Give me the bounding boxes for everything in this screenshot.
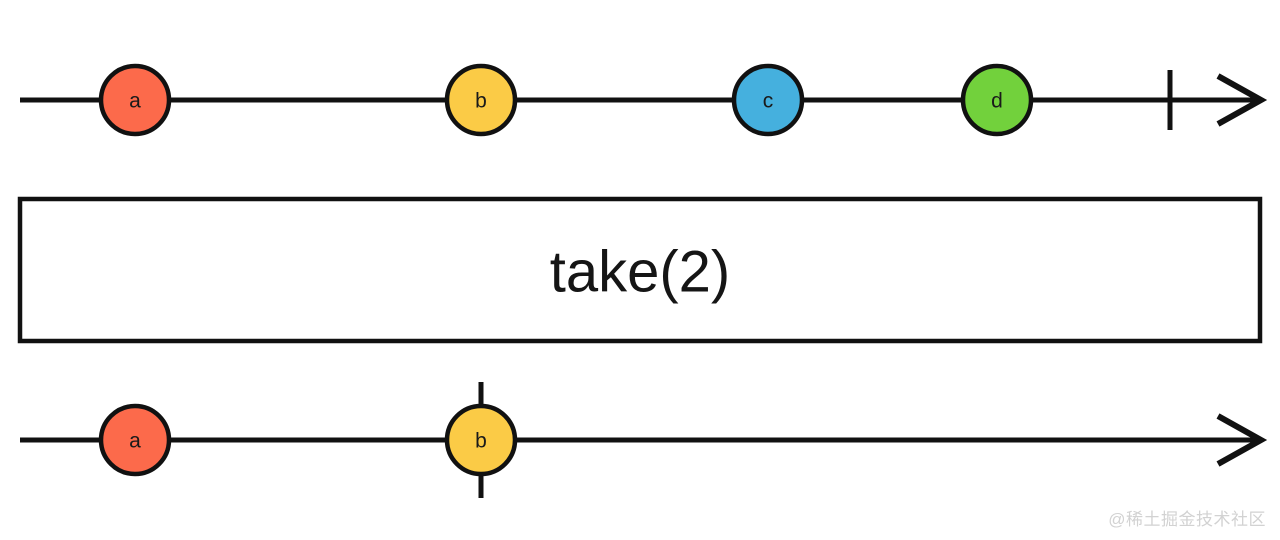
marble-shape xyxy=(444,63,518,137)
marble-label: b xyxy=(475,430,487,453)
marble-shape xyxy=(98,63,172,137)
operator-label: take(2) xyxy=(550,240,731,305)
marble-shape xyxy=(731,63,805,137)
marble-label: c xyxy=(763,90,774,113)
source-arrowhead-icon xyxy=(1216,73,1268,127)
watermark: @稀土掘金技术社区 xyxy=(1108,510,1266,529)
source-marble-d[interactable]: d xyxy=(960,63,1034,137)
marble-shape xyxy=(444,403,518,477)
marble-label: d xyxy=(991,90,1003,113)
result-stream-group: a b xyxy=(20,382,1268,498)
source-marble-c[interactable]: c xyxy=(731,63,805,137)
result-marble-b[interactable]: b xyxy=(444,403,518,477)
marble-label: a xyxy=(129,430,141,453)
source-marble-a[interactable]: a xyxy=(98,63,172,137)
source-marble-b[interactable]: b xyxy=(444,63,518,137)
result-arrowhead-icon xyxy=(1216,413,1268,467)
marble-shape xyxy=(960,63,1034,137)
operator-box-group[interactable]: take(2) xyxy=(17,196,1263,344)
result-marble-a[interactable]: a xyxy=(98,403,172,477)
source-stream-group: a b c d xyxy=(20,63,1268,137)
marble-label: a xyxy=(129,90,141,113)
operator-box xyxy=(17,196,1263,344)
marble-shape xyxy=(98,403,172,477)
marble-label: b xyxy=(475,90,487,113)
